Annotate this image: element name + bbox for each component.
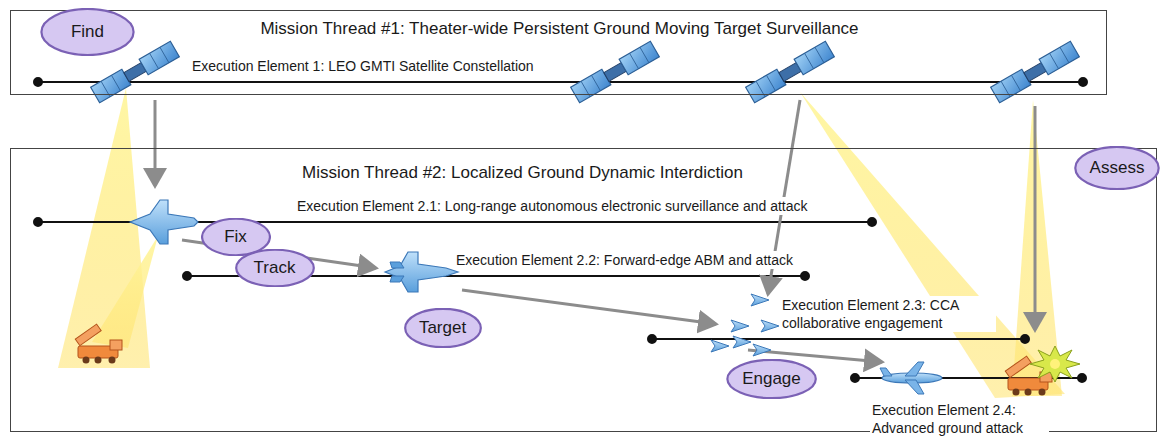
oval-shape [405, 308, 481, 346]
phase-label: Engage [742, 369, 801, 389]
phase-label: Find [71, 22, 104, 42]
phase-oval: Engage [726, 359, 817, 399]
phase-label: Target [419, 318, 466, 338]
frame-title: Mission Thread #1: Theater-wide Persiste… [257, 19, 861, 39]
phase-oval: Find [40, 8, 135, 56]
oval-shape [1075, 147, 1158, 189]
execution-element-label: Execution Element 2.1: Long-range autono… [295, 197, 810, 215]
phase-label: Track [254, 258, 296, 278]
execution-element-label: Execution Element 2.3: CCA collaborative… [780, 296, 996, 332]
phase-label: Assess [1090, 158, 1145, 178]
oval-shape [727, 359, 815, 397]
execution-element-label: Execution Element 2.2: Forward-edge ABM … [454, 251, 795, 269]
phase-oval: Target [404, 308, 482, 348]
phase-oval: Track [235, 249, 315, 287]
oval-shape [236, 249, 314, 285]
mission-thread-frame: Mission Thread #1: Theater-wide Persiste… [10, 10, 1107, 95]
phase-label: Fix [224, 227, 247, 247]
frame-title: Mission Thread #2: Localized Ground Dyna… [299, 163, 746, 183]
execution-element-label: Execution Element 1: LEO GMTI Satellite … [190, 57, 536, 75]
oval-shape [202, 218, 270, 254]
execution-element-label: Execution Element 2.4: Advanced ground a… [870, 401, 1049, 437]
mission-thread-frame: Mission Thread #2: Localized Ground Dyna… [10, 148, 1157, 432]
oval-shape [41, 8, 133, 54]
phase-oval: Assess [1074, 146, 1160, 190]
